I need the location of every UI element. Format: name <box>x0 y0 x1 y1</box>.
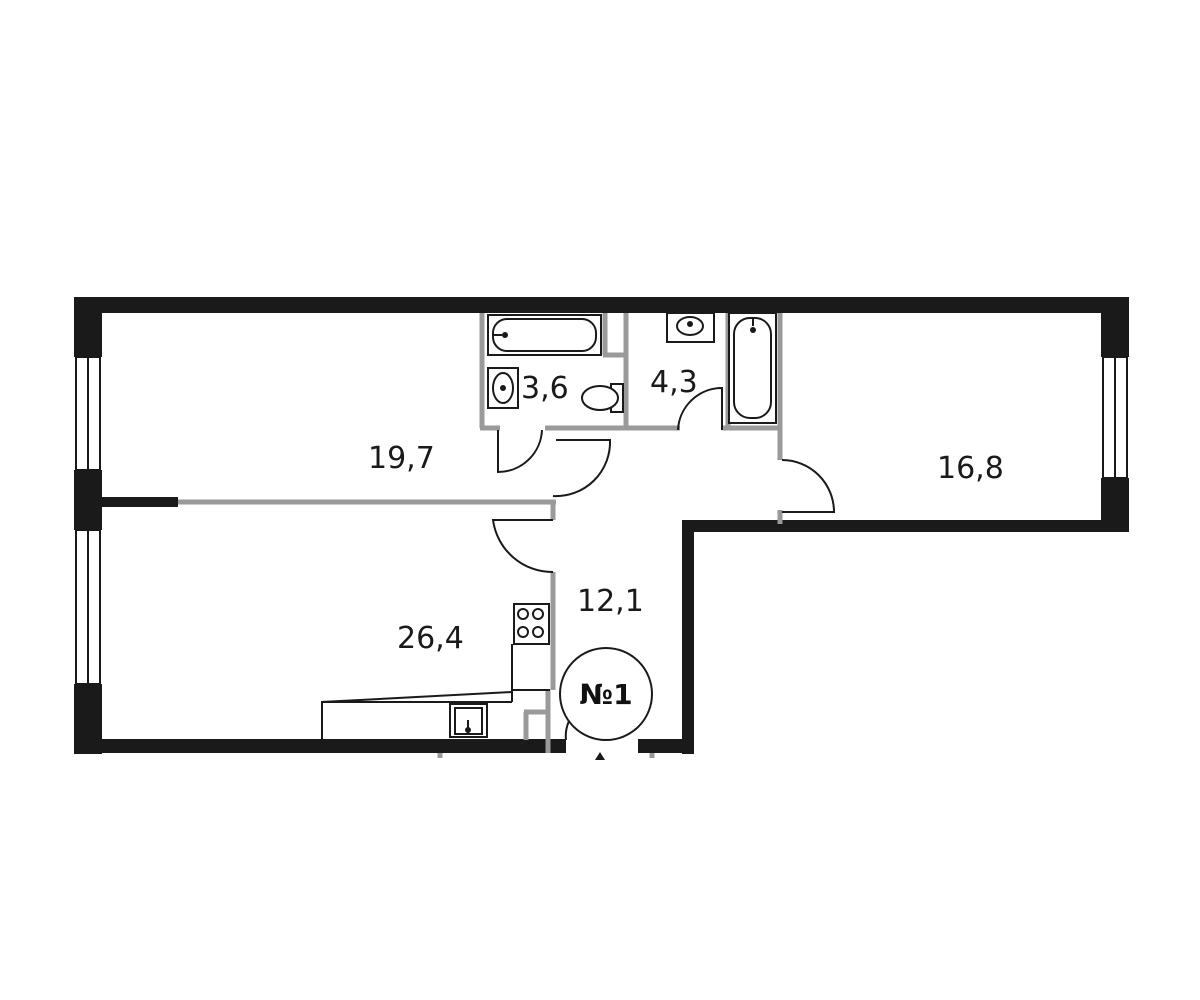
windows <box>75 356 1128 685</box>
window-left-upper <box>75 356 101 471</box>
door-kitchen <box>491 519 554 574</box>
apartment-badge: №1 <box>559 647 653 741</box>
area-labels: 19,7 3,6 4,3 16,8 26,4 12,1 <box>368 365 1004 656</box>
area-bathroom-small: 3,6 <box>521 371 569 406</box>
window-right <box>1102 356 1128 479</box>
stove-icon <box>513 603 550 645</box>
area-bedroom-left: 19,7 <box>368 441 435 476</box>
apartment-number: №1 <box>579 678 632 711</box>
kitchen-counter <box>321 644 550 740</box>
area-hallway: 12,1 <box>577 584 644 619</box>
sink-large-icon <box>666 312 715 343</box>
outer-walls <box>74 297 1129 754</box>
toilet-icon <box>581 383 624 413</box>
door-bedroom-right <box>781 459 836 513</box>
sink-small-icon <box>487 367 519 409</box>
door-bath-large <box>677 386 723 431</box>
doors <box>491 386 836 760</box>
kitchen-sink-icon <box>449 703 488 738</box>
area-bathroom-large: 4,3 <box>650 365 698 400</box>
area-bedroom-right: 16,8 <box>937 451 1004 486</box>
bathtub-small-icon <box>487 314 602 356</box>
fixtures <box>321 312 777 740</box>
window-left-lower <box>75 529 101 685</box>
door-bedroom-left <box>552 439 612 498</box>
area-kitchen-living: 26,4 <box>397 621 464 656</box>
entrance-arrow-icon <box>595 752 605 760</box>
door-bath-small <box>497 429 543 474</box>
bathtub-large-icon <box>728 312 777 424</box>
